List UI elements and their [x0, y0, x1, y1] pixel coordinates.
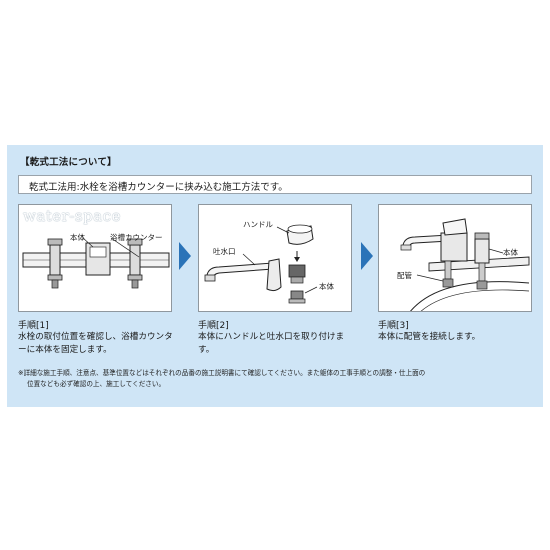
step2-label-handle: ハンドル: [243, 220, 273, 229]
dry-method-panel: 【乾式工法について】 乾式工法用:水栓を浴槽カウンターに挟み込む施工方法です。: [7, 145, 543, 407]
step1-label-counter: 浴槽カウンター: [110, 233, 163, 242]
section-heading: 【乾式工法について】: [20, 157, 117, 168]
step2-label-body: 本体: [319, 282, 334, 291]
step3-label-body: 本体: [503, 248, 518, 257]
watermark: water-space: [23, 207, 121, 225]
footnote-line1: ※詳細な施工手順、注意点、基準位置などはそれぞれの品番の施工説明書にて確認してく…: [18, 369, 426, 377]
step3-desc: 本体に配管を接続します。: [378, 332, 481, 342]
step2-illustration: ハンドル 吐水口 本体: [198, 204, 352, 312]
step2-label-spout: 吐水口: [213, 247, 236, 256]
intro-box: 乾式工法用:水栓を浴槽カウンターに挟み込む施工方法です。: [18, 175, 532, 194]
step2-title: 手順[2]: [198, 321, 229, 331]
step2-drawing: [204, 224, 318, 304]
step2-desc: 本体にハンドルと吐水口を取り付けます。: [198, 332, 345, 355]
step1-title: 手順[1]: [18, 321, 49, 331]
intro-text: 乾式工法用:水栓を浴槽カウンターに挟み込む施工方法です。: [29, 182, 288, 193]
step3-illustration: 本体 配管: [378, 204, 532, 312]
step1-label-body: 本体: [70, 233, 85, 242]
arrow-right-icon: [179, 242, 191, 270]
step3-drawing: [400, 218, 530, 311]
step3-title: 手順[3]: [378, 321, 409, 331]
footnote-line2: 位置なども必ず確認の上、施工してください。: [27, 380, 166, 388]
arrow-right-icon: [361, 242, 373, 270]
step3-label-pipe: 配管: [397, 271, 412, 280]
footnote: ※詳細な施工手順、注意点、基準位置などはそれぞれの品番の施工説明書にて確認してく…: [18, 368, 538, 390]
step1-illustration: water-space 本体 浴槽カウンター: [18, 204, 172, 312]
step1-desc: 水栓の取付位置を確認し、浴槽カウンターに本体を固定します。: [18, 332, 173, 355]
step1-drawing: [22, 237, 170, 289]
